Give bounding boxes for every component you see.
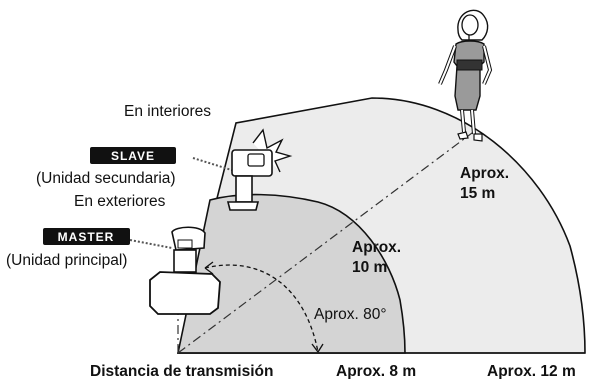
master-badge	[43, 228, 130, 245]
angle-arrow-right	[311, 343, 324, 353]
outdoor-label: En exteriores	[74, 193, 166, 210]
angle-label: Aprox. 80°	[314, 306, 387, 323]
inner-range-label-line1: Aprox.	[352, 239, 401, 256]
slave-description: (Unidad secundaria)	[36, 170, 176, 187]
speedlite-flash-icon	[226, 128, 293, 211]
master-badge-text: MASTER	[58, 230, 115, 244]
axis-tick-8m: Aprox. 8 m	[336, 363, 416, 379]
axis-title: Distancia de transmisión	[90, 363, 273, 379]
angle-arrow-left	[204, 261, 214, 275]
woman-figure-icon	[438, 9, 493, 142]
master-leader-line	[129, 239, 173, 249]
camera-with-flash-icon	[149, 226, 221, 315]
indoor-label: En interiores	[124, 103, 211, 120]
slave-badge-text: SLAVE	[111, 149, 155, 163]
slave-badge	[90, 147, 176, 164]
inner-range-label-line2: 10 m	[352, 259, 387, 276]
axis-tick-12m: Aprox. 12 m	[487, 363, 576, 379]
outer-range-label-line1: Aprox.	[460, 165, 509, 182]
center-axis-line	[177, 129, 477, 354]
master-description: (Unidad principal)	[6, 252, 127, 269]
outer-range-label-line2: 15 m	[460, 185, 495, 202]
